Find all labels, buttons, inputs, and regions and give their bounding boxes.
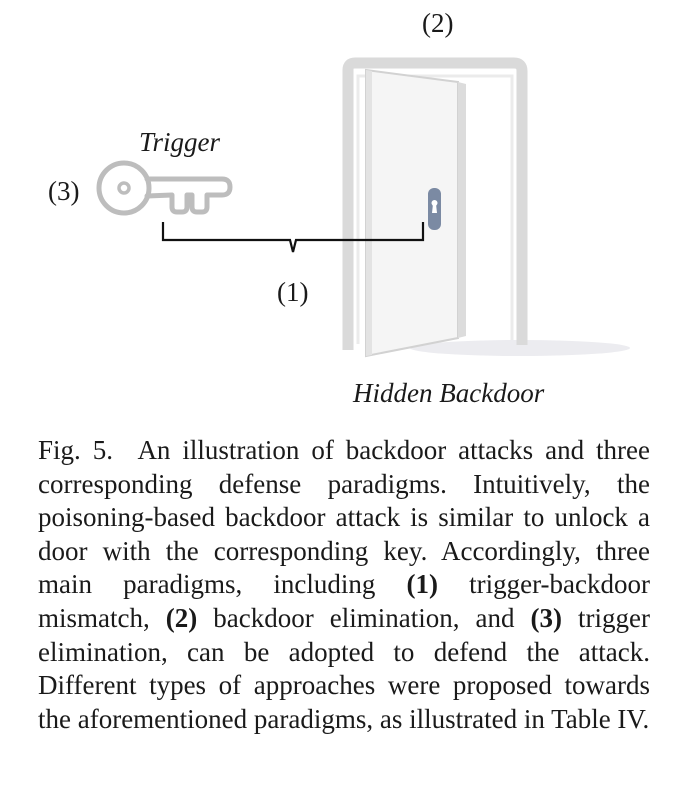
caption-text-c: backdoor elimination, and [197,602,531,633]
keyhole-icon [428,188,441,230]
door-shadow [410,340,630,356]
marker-1: (1) [277,277,309,307]
figure-caption: Fig. 5. An illustration of backdoor atta… [38,434,650,736]
caption-bold-3: (3) [530,602,562,633]
door-icon [342,57,528,358]
figure-number: Fig. 5. [38,435,113,465]
trigger-label: Trigger [139,127,221,157]
caption-bold-2: (2) [165,602,198,633]
caption-bold-1: (1) [406,569,438,600]
caption-text-b: trigger-backdoor mismatch, [38,569,650,633]
marker-2: (2) [422,8,454,38]
brace-icon [161,222,425,253]
marker-3: (3) [48,176,80,206]
key-icon [96,160,233,216]
caption-text-d: trigger elimination, can be adopted to d… [38,602,650,734]
caption-text-a: An illustration of backdoor attacks and … [38,435,650,600]
hidden-backdoor-label: Hidden Backdoor [353,378,545,408]
figure-illustration: (2) Trigger (3) (1) Hidden Backdoor [48,8,630,408]
figure-canvas [96,57,630,358]
